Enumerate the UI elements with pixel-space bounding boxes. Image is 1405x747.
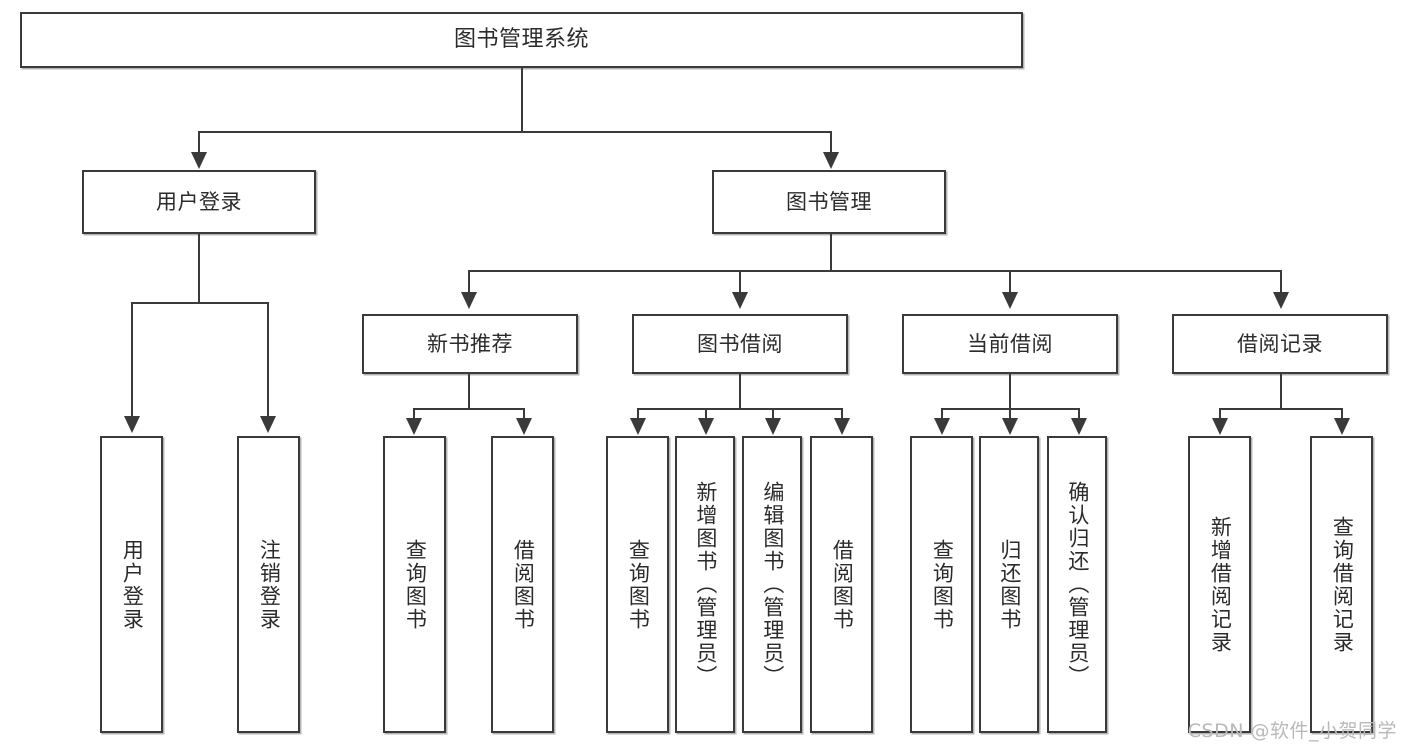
arrow-bm-to-book-borrow xyxy=(732,292,748,309)
connector-new-book-stem xyxy=(468,374,470,408)
node-label: 用户登录 xyxy=(120,538,145,631)
connector-user-login-bus xyxy=(131,302,267,304)
arrow-root-to-book-management xyxy=(823,152,839,169)
connector-borrow-record-bus xyxy=(1219,408,1341,410)
node-label: 借阅图书 xyxy=(511,538,536,631)
connector-book-management-stem xyxy=(830,234,832,270)
arrow-current-borrow-to-leaf-2 xyxy=(1002,418,1018,435)
connector-book-borrow-bus xyxy=(637,408,841,410)
connector-bm-to-book-borrow xyxy=(739,270,741,294)
node-label: 借阅记录 xyxy=(1237,331,1323,356)
node-label: 图书管理 xyxy=(786,189,872,214)
node-current-borrow[interactable]: 当前借阅 xyxy=(902,314,1118,374)
connector-root-stem xyxy=(521,68,523,131)
arrow-bm-to-current-borrow xyxy=(1002,292,1018,309)
node-label: 图书借阅 xyxy=(697,331,783,356)
connector-user-login-to-leaf-1 xyxy=(131,302,133,418)
connector-bm-to-new-book xyxy=(468,270,470,294)
node-label: 确认归还（管理员） xyxy=(1065,481,1090,688)
connector-root-bus xyxy=(198,131,832,133)
arrow-bm-to-new-book xyxy=(461,292,477,309)
node-leaf-query-borrow-record[interactable]: 查询借阅记录 xyxy=(1310,436,1373,733)
node-leaf-query-book-2[interactable]: 查询图书 xyxy=(606,436,669,733)
node-leaf-add-book-admin[interactable]: 新增图书（管理员） xyxy=(675,436,735,733)
node-leaf-borrow-book-1[interactable]: 借阅图书 xyxy=(491,436,554,733)
connector-book-borrow-to-leaf-3 xyxy=(772,408,774,420)
arrow-bm-to-borrow-record xyxy=(1273,292,1289,309)
node-label: 查询图书 xyxy=(626,538,651,631)
connector-borrow-record-to-leaf-1 xyxy=(1219,408,1221,420)
node-leaf-logout-login[interactable]: 注销登录 xyxy=(237,436,300,733)
node-leaf-borrow-book-2[interactable]: 借阅图书 xyxy=(810,436,873,733)
connector-book-borrow-to-leaf-1 xyxy=(637,408,639,420)
node-root-system[interactable]: 图书管理系统 xyxy=(20,12,1023,68)
connector-book-borrow-to-leaf-2 xyxy=(705,408,707,420)
arrow-book-borrow-to-leaf-4 xyxy=(834,418,850,435)
connector-bm-to-current-borrow xyxy=(1009,270,1011,294)
node-label: 用户登录 xyxy=(156,189,242,214)
connector-root-to-book-management xyxy=(830,131,832,155)
node-label: 图书管理系统 xyxy=(453,27,589,53)
node-user-login[interactable]: 用户登录 xyxy=(82,170,316,234)
connector-new-book-bus xyxy=(413,408,523,410)
node-label: 当前借阅 xyxy=(967,331,1053,356)
csdn-watermark: CSDN @软件_小贺同学 xyxy=(1187,720,1397,742)
node-label: 编辑图书（管理员） xyxy=(760,481,785,688)
connector-new-book-to-leaf-1 xyxy=(413,408,415,420)
connector-bm-to-borrow-record xyxy=(1280,270,1282,294)
node-new-book-recommend[interactable]: 新书推荐 xyxy=(362,314,578,374)
connector-current-borrow-to-leaf-2 xyxy=(1009,408,1011,420)
arrow-borrow-record-to-leaf-2 xyxy=(1334,418,1350,435)
arrow-borrow-record-to-leaf-1 xyxy=(1212,418,1228,435)
node-leaf-query-book-3[interactable]: 查询图书 xyxy=(910,436,973,733)
connector-book-borrow-to-leaf-4 xyxy=(841,408,843,420)
connector-borrow-record-to-leaf-2 xyxy=(1341,408,1343,420)
arrow-new-book-to-leaf-1 xyxy=(406,418,422,435)
node-label: 注销登录 xyxy=(257,538,282,631)
connector-book-borrow-stem xyxy=(739,374,741,408)
node-label: 查询借阅记录 xyxy=(1330,515,1355,654)
arrow-user-login-to-leaf-2 xyxy=(260,416,276,433)
arrow-user-login-to-leaf-1 xyxy=(124,416,140,433)
connector-user-login-to-leaf-2 xyxy=(267,302,269,418)
node-book-management[interactable]: 图书管理 xyxy=(712,170,946,234)
connector-root-to-user-login xyxy=(198,131,200,155)
node-label: 新增借阅记录 xyxy=(1208,515,1233,654)
arrow-book-borrow-to-leaf-3 xyxy=(765,418,781,435)
connector-current-borrow-to-leaf-3 xyxy=(1078,408,1080,420)
node-label: 借阅图书 xyxy=(830,538,855,631)
arrow-current-borrow-to-leaf-3 xyxy=(1071,418,1087,435)
arrow-book-borrow-to-leaf-2 xyxy=(698,418,714,435)
node-leaf-return-book[interactable]: 归还图书 xyxy=(979,436,1039,733)
arrow-root-to-user-login xyxy=(191,152,207,169)
node-leaf-edit-book-admin[interactable]: 编辑图书（管理员） xyxy=(742,436,802,733)
arrow-new-book-to-leaf-2 xyxy=(516,418,532,435)
connector-current-borrow-stem xyxy=(1009,374,1011,408)
node-leaf-user-login[interactable]: 用户登录 xyxy=(100,436,163,733)
connector-new-book-to-leaf-2 xyxy=(523,408,525,420)
connector-borrow-record-stem xyxy=(1280,374,1282,408)
node-leaf-add-borrow-record[interactable]: 新增借阅记录 xyxy=(1188,436,1251,733)
connector-user-login-stem xyxy=(198,234,200,302)
arrow-book-borrow-to-leaf-1 xyxy=(630,418,646,435)
node-leaf-query-book-1[interactable]: 查询图书 xyxy=(383,436,446,733)
node-leaf-confirm-return-admin[interactable]: 确认归还（管理员） xyxy=(1047,436,1107,733)
node-label: 新增图书（管理员） xyxy=(693,481,718,688)
node-book-borrow[interactable]: 图书借阅 xyxy=(632,314,848,374)
node-label: 归还图书 xyxy=(997,538,1022,631)
node-borrow-record[interactable]: 借阅记录 xyxy=(1172,314,1388,374)
node-label: 查询图书 xyxy=(930,538,955,631)
arrow-current-borrow-to-leaf-1 xyxy=(934,418,950,435)
connector-book-management-bus xyxy=(468,270,1280,272)
connector-current-borrow-to-leaf-1 xyxy=(941,408,943,420)
node-label: 新书推荐 xyxy=(427,331,513,356)
node-label: 查询图书 xyxy=(403,538,428,631)
